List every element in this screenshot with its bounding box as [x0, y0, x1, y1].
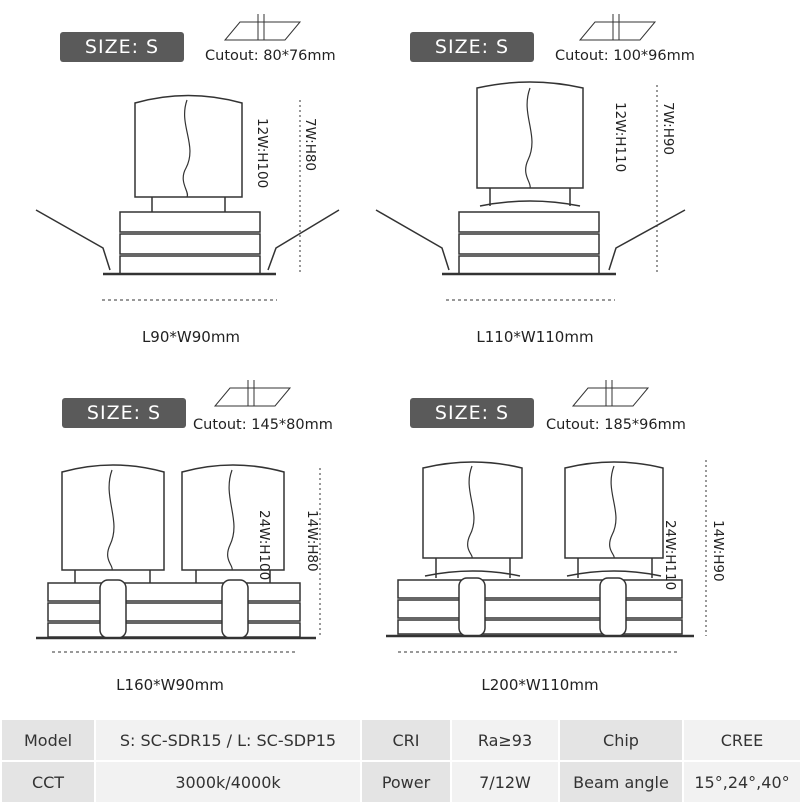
- spec-label-power: Power: [360, 760, 452, 804]
- dimensions-label-2: L110*W110mm: [476, 328, 594, 346]
- spec-value-power: 7/12W: [450, 760, 560, 804]
- height-line-4b: 24W:H110: [662, 520, 678, 591]
- height-line-4a: 14W:H90: [710, 520, 726, 582]
- spec-label-model: Model: [0, 718, 96, 762]
- height-line-1b: 12W:H100: [254, 118, 270, 189]
- fixture-drawing-1: [35, 94, 340, 301]
- height-label-4: 14W:H90 24W:H110: [630, 520, 758, 590]
- spec-label-cri: CRI: [360, 718, 452, 762]
- height-line-1a: 7W:H80: [302, 118, 318, 172]
- cutout-label-3: Cutout: 145*80mm: [193, 417, 333, 433]
- fixture-drawing-3: [36, 464, 321, 653]
- spec-value-model: S: SC-SDR15 / L: SC-SDP15: [94, 718, 362, 762]
- spec-value-beam-angle: 15°,24°,40°: [682, 760, 800, 804]
- cutout-icon-2: [578, 14, 657, 41]
- cutout-icon-1: [223, 14, 302, 41]
- size-badge-3: SIZE: S: [62, 398, 186, 428]
- spec-table: Model S: SC-SDR15 / L: SC-SDP15 CRI Ra≥9…: [0, 718, 800, 804]
- spec-label-beam-angle: Beam angle: [558, 760, 684, 804]
- spec-row: CCT 3000k/4000k Power 7/12W Beam angle 1…: [0, 760, 800, 804]
- spec-row: Model S: SC-SDR15 / L: SC-SDP15 CRI Ra≥9…: [0, 718, 800, 762]
- cutout-label-1: Cutout: 80*76mm: [205, 48, 336, 64]
- height-line-2b: 12W:H110: [612, 102, 628, 173]
- fixture-drawing-2: [375, 81, 686, 301]
- cutout-icon-4: [571, 380, 650, 407]
- spec-value-cri: Ra≥93: [450, 718, 560, 762]
- cutout-label-4: Cutout: 185*96mm: [546, 417, 686, 433]
- fixture-drawing-4: [386, 460, 707, 653]
- spec-label-chip: Chip: [558, 718, 684, 762]
- height-label-3: 14W:H80 24W:H100: [224, 510, 352, 580]
- size-badge-2: SIZE: S: [410, 32, 534, 62]
- dimensions-label-4: L200*W110mm: [481, 676, 599, 694]
- size-badge-4: SIZE: S: [410, 398, 534, 428]
- height-line-3a: 14W:H80: [304, 510, 320, 572]
- height-label-2: 7W:H90 12W:H110: [580, 102, 708, 172]
- height-line-3b: 24W:H100: [256, 510, 272, 581]
- spec-value-cct: 3000k/4000k: [94, 760, 362, 804]
- dimensions-label-1: L90*W90mm: [141, 328, 241, 346]
- spec-label-cct: CCT: [0, 760, 96, 804]
- height-line-2a: 7W:H90: [660, 102, 676, 156]
- height-label-1: 7W:H80 12W:H100: [222, 118, 350, 188]
- dimensions-label-3: L160*W90mm: [116, 676, 224, 694]
- cutout-icon-3: [213, 380, 292, 407]
- size-badge-1: SIZE: S: [60, 32, 184, 62]
- technical-drawings: [35, 14, 707, 653]
- spec-value-chip: CREE: [682, 718, 800, 762]
- cutout-label-2: Cutout: 100*96mm: [555, 48, 695, 64]
